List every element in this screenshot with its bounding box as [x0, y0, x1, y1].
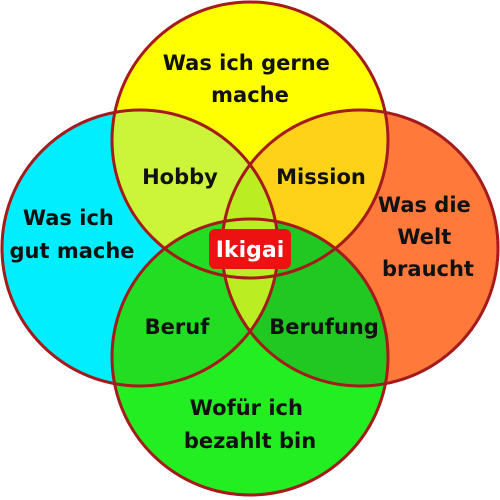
label-berufung: Berufung	[269, 315, 379, 339]
label-paid-line2: bezahlt bin	[184, 429, 316, 453]
label-good-line2: gut mache	[9, 239, 134, 263]
label-need: Was die Welt braucht	[378, 193, 478, 281]
label-love-line1: Was ich gerne	[163, 51, 330, 75]
label-love-line2: mache	[211, 83, 289, 107]
label-need-line2: Welt	[397, 225, 451, 249]
label-need-line1: Was die	[378, 193, 471, 217]
ikigai-badge	[209, 229, 291, 269]
label-good: Was ich gut mache	[9, 206, 134, 263]
label-hobby: Hobby	[142, 165, 218, 189]
label-beruf: Beruf	[145, 315, 211, 339]
label-paid-line1: Wofür ich	[190, 396, 303, 420]
label-love: Was ich gerne mache	[163, 51, 337, 107]
label-need-line3: braucht	[382, 257, 474, 281]
label-mission: Mission	[276, 165, 366, 189]
label-paid: Wofür ich bezahlt bin	[184, 396, 316, 453]
label-good-line1: Was ich	[23, 206, 114, 230]
ikigai-label: Ikigai	[216, 238, 285, 263]
